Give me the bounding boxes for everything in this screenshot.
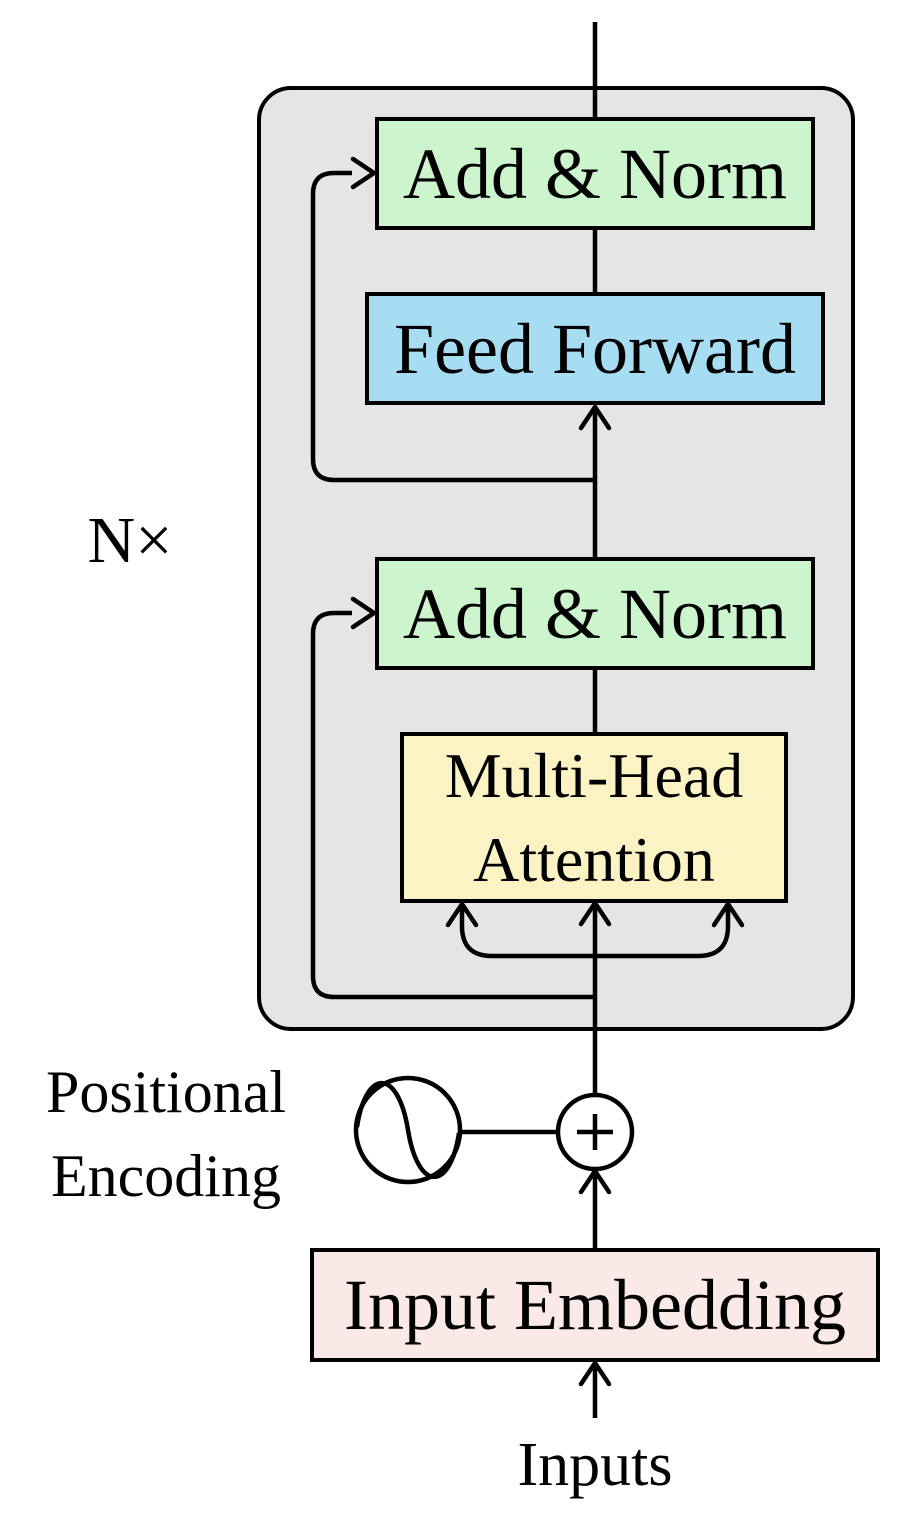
residual-skip-feedforward-line (310, 170, 595, 483)
arrowhead-into-addnorm1-icon (350, 156, 377, 190)
input-embedding-box: Input Embedding (310, 1248, 880, 1362)
inputs-label: Inputs (517, 1431, 673, 1499)
repeat-count-label: N× (87, 504, 173, 577)
residual-skip-attention-line (310, 610, 595, 1000)
multi-head-attention-box: Multi-Head Attention (400, 732, 788, 903)
add-norm-top-box: Add & Norm (375, 117, 815, 230)
arrowhead-into-addnorm2-icon (350, 596, 377, 630)
add-norm-bottom-box: Add & Norm (375, 557, 815, 670)
arrowhead-into-embedding-icon (578, 1360, 612, 1387)
positional-encoding-label: Positional Encoding (45, 1059, 287, 1209)
feed-forward-box: Feed Forward (365, 292, 825, 405)
sine-wave-circle-icon (353, 1075, 463, 1185)
arrowhead-into-feedforward-icon (578, 404, 612, 431)
arrowhead-into-sum-icon (578, 1168, 612, 1195)
arrowhead-into-mha-left-icon (445, 901, 479, 928)
qkv-right-branch-line (595, 907, 731, 959)
arrowhead-into-mha-right-icon (711, 901, 745, 928)
plus-circle-icon (555, 1092, 635, 1172)
arrowhead-into-mha-center-icon (578, 900, 612, 927)
qkv-left-branch-line (459, 907, 595, 959)
